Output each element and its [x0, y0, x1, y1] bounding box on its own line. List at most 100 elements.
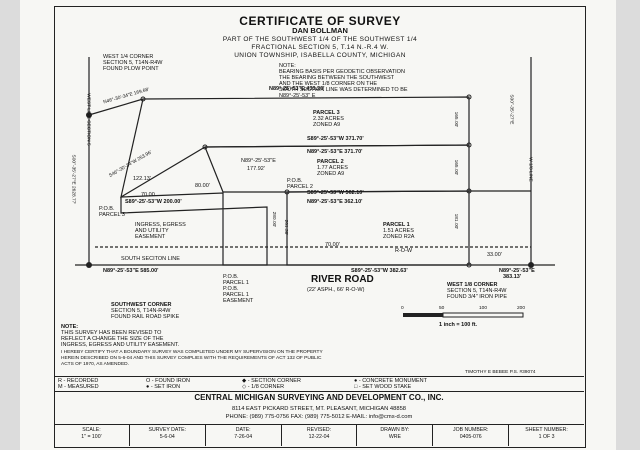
west-line-label: WEST LINE SECTION 5 — [85, 93, 91, 146]
pob-parcel-1-easement: PARCEL 1 — [223, 292, 249, 298]
info-row: SCALE:1" = 100' SURVEY DATE:5-6-04 DATE:… — [54, 424, 584, 446]
certification-line: HEREIN DESCRIBED ON 5-6-04 AND THIS SURV… — [61, 356, 322, 361]
info-sheet-number: SHEET NUMBER:1 OF 3 — [525, 427, 568, 440]
scale-bar — [403, 312, 524, 318]
label-n-371b: N89°-25'-53"E 371.70' — [307, 149, 363, 155]
southwest-corner-label: SECTION 5, T14N-R4W — [111, 308, 171, 314]
west-eighth-corner-label: WEST 1/8 CORNER — [447, 282, 498, 288]
scale-text: 1 inch = 100 ft. — [439, 322, 478, 328]
west-quarter-corner-label: SECTION 5, T14N-R4W — [103, 60, 163, 66]
parcel-2-label: PARCEL 2 — [317, 159, 344, 165]
east-line-bearing: S00°-35'-27"E — [508, 94, 514, 125]
document-title: CERTIFICATE OF SURVEY — [239, 14, 401, 28]
label-n-362: N89°-25'-53"E 362.10' — [307, 199, 363, 205]
label-n-585: N89°-25'-53"E 585.00' — [103, 268, 159, 274]
legal-description-line-3: UNION TOWNSHIP, ISABELLA COUNTY, MICHIGA… — [234, 52, 406, 59]
revision-note-line: INGRESS, EGRESS AND UTILITY EASEMENT. — [61, 342, 180, 348]
info-scale: SCALE:1" = 100' — [54, 424, 130, 446]
revision-note-line: REFLECT A CHANGE THE SIZE OF THE — [61, 336, 164, 342]
west-quarter-corner-icon — [86, 112, 92, 118]
bearing-note-line: N89°-25'-53" E — [279, 93, 316, 99]
pob-parcel-1-easement: EASEMENT — [223, 298, 254, 304]
survey-drawing — [75, 57, 555, 318]
west-line-bearing: S00°-35'-27"E 2628.77' — [70, 154, 76, 205]
road-description: (22' ASPH., 66' R-O-W) — [307, 287, 365, 293]
legend-item: □ - SET WOOD STAKE — [354, 384, 412, 390]
bearing-note-line: AND THE WEST 1/8 CORNER ON THE — [279, 81, 378, 87]
pob-parcel-3: P.O.B. — [99, 206, 115, 212]
label-d-383: 383.13' — [503, 274, 522, 280]
parcel-3-acres: 2.32 ACRES — [313, 116, 344, 122]
row-label: R-O-W — [395, 248, 413, 254]
scale-tick: 100 — [479, 306, 488, 311]
certification-line: ACTS OF 1970, AS AMENDED. — [61, 362, 129, 367]
road-name: RIVER ROAD — [311, 274, 374, 285]
label-v-181: 181.00' — [453, 213, 459, 230]
legend-item: O - FOUND IRON — [146, 378, 190, 384]
pob-parcel-1: PARCEL 1 — [223, 280, 249, 286]
bearing-note-line: BEARING BASIS PER GEODETIC OBSERVATION — [279, 69, 405, 75]
label-d-80: 80.00' — [195, 183, 210, 189]
parcel-3-label: PARCEL 3 — [313, 110, 340, 116]
bearing-note-line: SOUTH SECTION LINE WAS DETERMINED TO BE — [279, 87, 408, 93]
easement-label: EASEMENT — [135, 234, 166, 240]
pob-parcel-2: PARCEL 2 — [287, 184, 313, 190]
south-section-line-label: SOUTH SECITON LINE — [121, 256, 180, 262]
info-job-number: JOB NUMBER:0405-076 — [433, 424, 510, 446]
surveyor-signature-line: TIMOTHY E BEBEE P.S. #39074 — [465, 370, 536, 375]
survey-frame: CERTIFICATE OF SURVEY DAN BOLLMAN PART O… — [54, 6, 586, 448]
eighth-line-label: W 1/8 LINE — [527, 157, 533, 182]
label-v-261: 261.36' — [283, 219, 289, 236]
southwest-corner-label: SOUTHWEST CORNER — [111, 302, 172, 308]
legend-item: ◆ - SECTION CORNER — [242, 378, 301, 384]
parcel-2-acres: 1.77 ACRES — [317, 165, 348, 171]
label-s-382: S89°-25'-53"W 382.63' — [351, 268, 408, 274]
bearing-note-line: THE BEARING BETWEEN THE SOUTHWEST — [279, 75, 395, 81]
southwest-corner-icon — [86, 262, 92, 268]
west-quarter-corner-label: WEST 1/4 CORNER — [103, 54, 154, 60]
legend-item: R - RECORDED — [58, 378, 99, 384]
easement-label: INGRESS, EGRESS — [135, 222, 186, 228]
parcel-1-label: PARCEL 1 — [383, 222, 410, 228]
revision-note-label: NOTE: — [61, 324, 79, 330]
label-s-200: S89°-25'-53"W 200.00' — [125, 199, 182, 205]
scale-tick: 200 — [517, 306, 526, 311]
parcel-1-zoning: ZONED R2A — [383, 234, 415, 240]
revision-note-line: THIS SURVEY HAS BEEN REVISED TO — [61, 330, 162, 336]
label-s-371a: S89°-25'-53"W 371.70' — [307, 136, 364, 142]
label-v-165b: 165.00' — [453, 159, 459, 176]
parcel-1-acres: 1.51 ACRES — [383, 228, 414, 234]
company-name: CENTRAL MICHIGAN SURVEYING AND DEVELOPME… — [194, 393, 444, 402]
label-d-70b: 70.00' — [325, 242, 340, 248]
pob-parcel-1: P.O.B. — [223, 274, 239, 280]
parcel-2-zoning: ZONED A9 — [317, 171, 345, 177]
label-n-177: N89°-25'-53"E — [241, 158, 276, 164]
label-d-70a: 70.00 — [141, 192, 155, 198]
label-d-177: 177.92' — [247, 166, 265, 172]
legend-item: ● - CONCRETE MONUMENT — [354, 378, 427, 384]
label-s-562: S89°-25'-53"W 562.10' — [307, 190, 364, 196]
legal-description-line-2: FRACTIONAL SECTION 5, T.14 N.-R.4 W. — [251, 44, 389, 51]
scale-tick: 0 — [401, 306, 404, 311]
legal-description-line-1: PART OF THE SOUTHWEST 1/4 OF THE SOUTHWE… — [222, 36, 418, 43]
easement-label: AND UTILITY — [135, 228, 169, 234]
pob-parcel-3: PARCEL 3 — [99, 212, 125, 218]
info-drawn-by: DRAWN BY:WRE — [357, 424, 434, 446]
legend-item: ◇ - 1/8 CORNER — [242, 384, 285, 390]
west-eighth-corner-label: FOUND 3/4" IRON PIPE — [447, 294, 508, 300]
west-eighth-corner-label: SECTION 5, T14N-R4W — [447, 288, 507, 294]
company-block: CENTRAL MICHIGAN SURVEYING AND DEVELOPME… — [54, 390, 584, 425]
southwest-corner-label: FOUND RAIL ROAD SPIKE — [111, 314, 180, 320]
legend-item: ● - SET IRON — [146, 384, 181, 390]
west-eighth-corner-icon — [528, 262, 534, 268]
certification-line: I HEREBY CERTIFY THAT A BOUNDARY SURVEY … — [61, 350, 323, 355]
scale-tick: 50 — [439, 306, 445, 311]
label-v-280: 280.00' — [271, 211, 277, 228]
info-date: DATE:7-26-04 — [206, 424, 282, 446]
company-contact: PHONE: (989) 775-0756 FAX: (989) 775-501… — [225, 414, 413, 420]
info-revised: REVISED:12-22-04 — [282, 424, 358, 446]
info-survey-date: SURVEY DATE:5-6-04 — [130, 424, 206, 446]
legend: R - RECORDED O - FOUND IRON ◆ - SECTION … — [54, 376, 584, 392]
label-north-line: N89°-25'-53"E 433.20' — [269, 86, 325, 92]
label-n-383: N89°-25'-53"E — [499, 268, 535, 274]
